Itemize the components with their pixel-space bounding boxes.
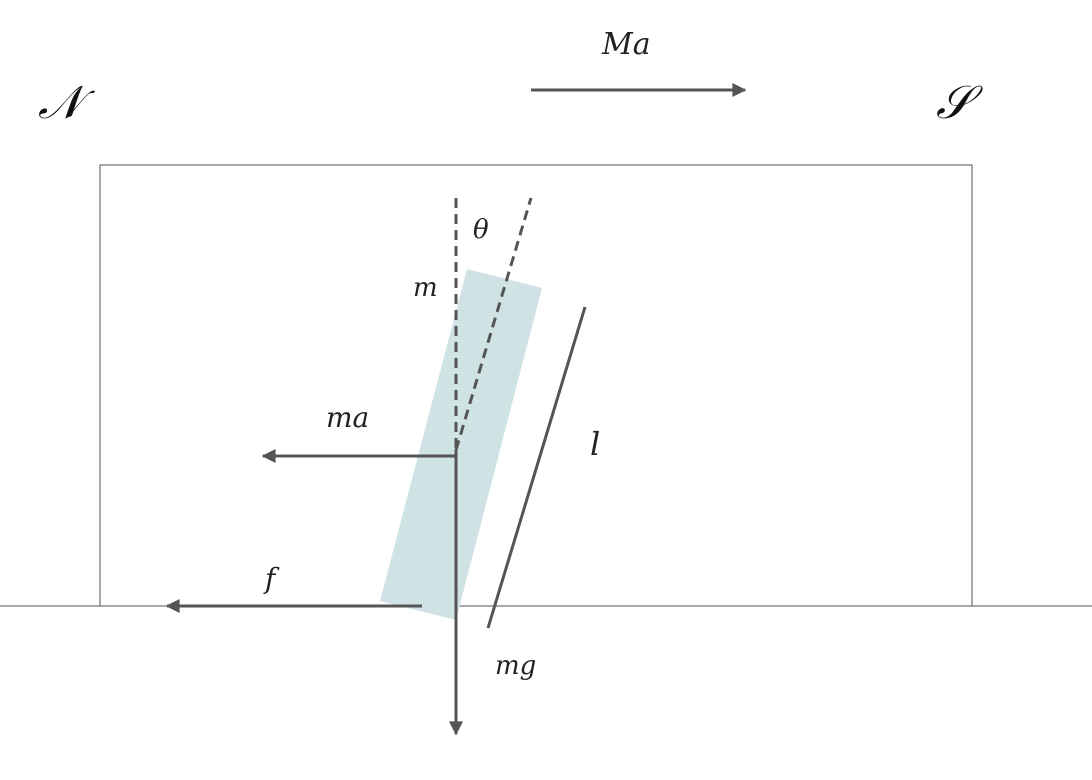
inertial-force-label: ma xyxy=(326,401,369,434)
length-indicator-line xyxy=(486,306,587,629)
cart-acceleration-label: Ma xyxy=(601,27,651,62)
tilted-rod xyxy=(380,269,542,620)
weight-label: mg xyxy=(495,651,536,681)
south-pole-label: 𝒮 xyxy=(936,75,983,129)
angle-label: θ xyxy=(473,215,489,245)
north-pole-label: 𝒩 xyxy=(38,75,95,129)
tilt-axis-line xyxy=(454,197,533,451)
length-label: l xyxy=(590,425,600,463)
mass-label: m xyxy=(413,273,438,303)
cart-box xyxy=(99,164,973,607)
friction-label: f xyxy=(263,562,280,595)
